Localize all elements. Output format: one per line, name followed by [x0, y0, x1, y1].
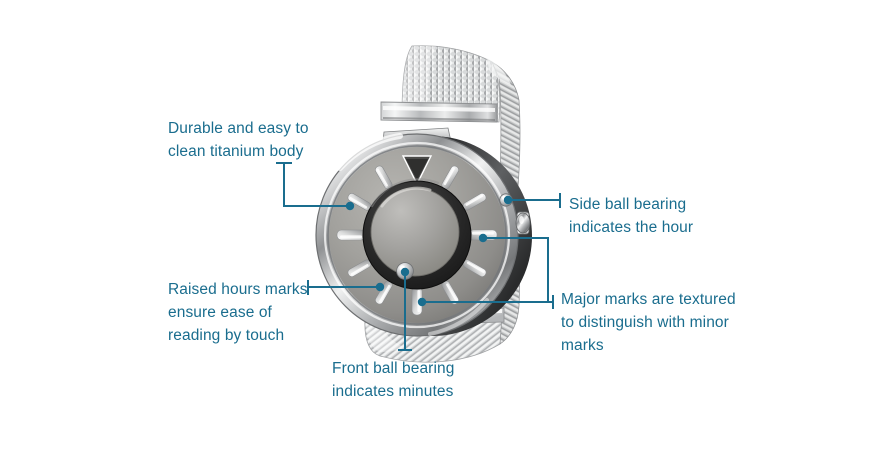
- leader-raised-marks: [307, 280, 385, 295]
- callout-text-front-ball-bearing: Front ball bearing indicates minutes: [332, 360, 455, 400]
- callout-text-major-marks: Major marks are textured to distinguish …: [561, 291, 736, 354]
- callout-text-side-ball-bearing: Side ball bearing indicates the hour: [569, 196, 694, 236]
- twelve-oclock-triangle-marker: [401, 155, 433, 186]
- leader-major-marks: [417, 233, 554, 309]
- hour-marks: [336, 165, 498, 316]
- leader-side-bearing: [503, 193, 561, 208]
- leader-front-bearing: [398, 267, 412, 351]
- leader-titanium: [276, 162, 355, 211]
- band-upper: [380, 45, 521, 213]
- callout-text-raised-hours-marks: Raised hours marks ensure ease of readin…: [168, 281, 308, 344]
- watch-case: [315, 133, 532, 337]
- callout-text-titanium: Durable and easy to clean titanium body: [168, 120, 309, 160]
- dial-center-hub: [371, 188, 459, 276]
- callout-leader-lines: [276, 162, 561, 351]
- watch-crown: [515, 211, 531, 235]
